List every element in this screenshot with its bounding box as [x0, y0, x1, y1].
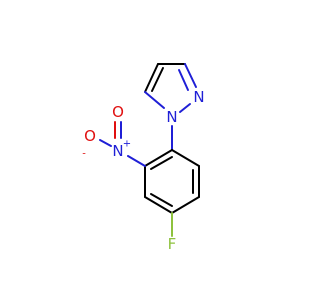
bond-c3-c4-double	[150, 193, 173, 207]
bond-c3-n2-double	[178, 69, 189, 91]
molecule-structure: N N N + O - O F	[82, 63, 205, 253]
bond-c3-n2	[184, 63, 197, 88]
bond-c5-c4	[144, 63, 159, 93]
atom-o-double-label: O	[112, 103, 124, 121]
bond-c6-c1	[171, 149, 200, 167]
bond-n2-n1	[179, 103, 191, 113]
bond-c1-c2-double	[150, 156, 173, 170]
atom-n1-label: N	[166, 108, 177, 126]
atom-n-nitro-charge: +	[123, 139, 131, 150]
atom-f-label: F	[168, 235, 177, 253]
atom-n2-label: N	[193, 88, 204, 106]
bond-c5-c4-double	[151, 67, 164, 92]
bond-c1-c2	[144, 149, 173, 167]
atom-o-minus-charge: -	[82, 149, 86, 160]
atom-n-nitro-label: N	[112, 142, 123, 160]
atom-o-minus-label: O	[84, 127, 96, 145]
bond-c4-c5	[171, 196, 200, 214]
bond-n1-c5	[144, 91, 165, 109]
bond-nnitro-ominus	[99, 139, 112, 147]
bond-c2-nnitro	[127, 155, 146, 167]
bond-c3-c4	[144, 196, 173, 214]
